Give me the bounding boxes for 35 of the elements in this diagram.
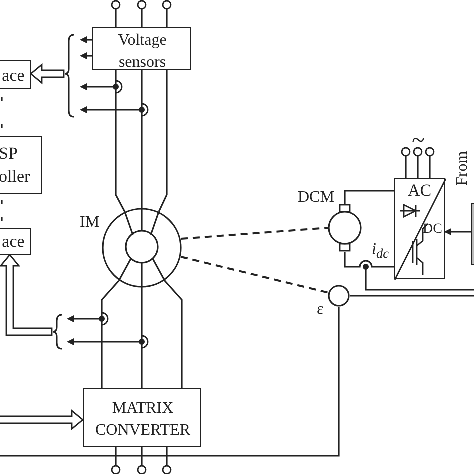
wire	[0, 307, 340, 457]
induction-motor-symbol	[102, 208, 182, 288]
interface-box	[0, 60, 31, 89]
node-label: ace	[1, 67, 26, 86]
wire	[141, 70, 143, 208]
node-label: MATRIX CONVERTER	[94, 399, 192, 441]
component-label: DCM	[298, 189, 334, 207]
node-label: Voltage sensors	[117, 31, 168, 73]
wire	[350, 295, 474, 297]
node-label: AC	[408, 182, 433, 201]
shaft-link	[180, 256, 330, 294]
shaft-link	[180, 227, 328, 240]
rotated-label: From	[454, 151, 472, 186]
arrow	[444, 228, 471, 236]
wire	[101, 280, 120, 388]
wire	[141, 288, 143, 388]
hollow-arrow	[0, 409, 84, 431]
hollow-arrow	[0, 254, 53, 336]
ac-symbol: ~	[412, 128, 425, 154]
wire	[115, 70, 126, 212]
interface-box	[0, 228, 31, 255]
controller-box	[0, 136, 42, 194]
wire	[164, 280, 183, 388]
sensor-box	[92, 27, 191, 70]
wire	[344, 190, 394, 204]
summing-junction	[328, 285, 350, 307]
wire	[158, 70, 168, 212]
hollow-arrow	[30, 63, 65, 85]
component-label: ε	[317, 301, 324, 319]
current-label: i$_{dc}$	[372, 241, 390, 262]
node-label: ace	[1, 233, 26, 252]
component-label: IM	[80, 214, 100, 232]
node-label: SP oller	[0, 143, 32, 188]
converter-box	[83, 388, 201, 447]
dc-motor-symbol	[328, 204, 362, 252]
